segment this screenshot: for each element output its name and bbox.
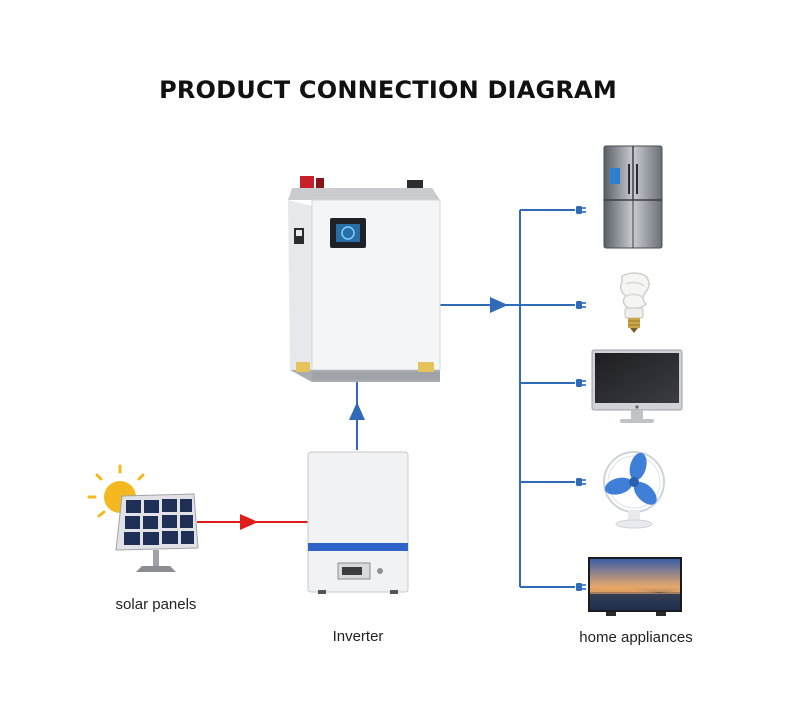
plug-icon (576, 206, 586, 214)
home-appliances-label: home appliances (579, 629, 693, 646)
inverter-icon (307, 451, 409, 594)
solar-panels-label: solar panels (115, 596, 197, 613)
solar-to-inverter-arrowhead (240, 514, 258, 530)
plug-icon (576, 478, 586, 486)
battery-to-bus-arrowhead (490, 297, 508, 313)
fan-icon (603, 451, 665, 529)
diagram-title: PRODUCT CONNECTION DIAGRAM (159, 76, 617, 104)
tv-icon (588, 557, 682, 616)
connector-lines (197, 206, 586, 591)
monitor-icon (591, 349, 683, 423)
plug-icon (576, 379, 586, 387)
inverter-label: Inverter (332, 628, 384, 645)
plug-icon (576, 301, 586, 309)
solar-panel-icon (115, 493, 199, 572)
plug-icon (576, 583, 586, 591)
light-bulb-icon (619, 272, 650, 333)
inverter-to-battery-arrowhead (349, 402, 365, 420)
refrigerator-icon (603, 145, 663, 249)
battery-unit-icon (288, 176, 441, 382)
